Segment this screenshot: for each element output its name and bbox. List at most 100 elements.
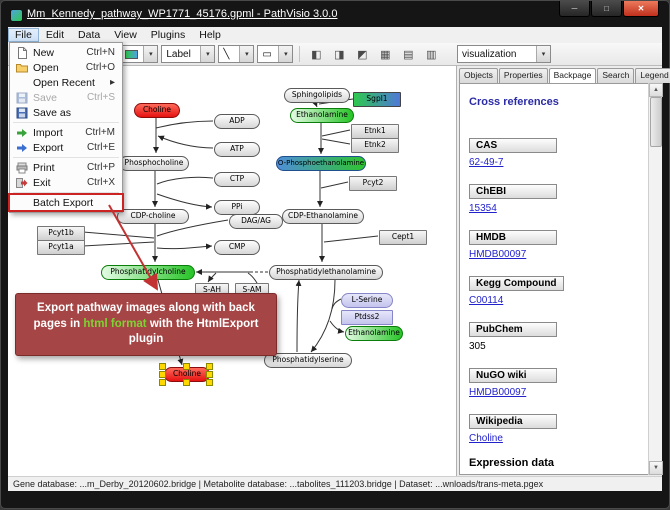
menu-file[interactable]: File bbox=[8, 28, 39, 42]
xref-link-hmdb[interactable]: HMDB00097 bbox=[469, 249, 527, 260]
node-choline-top[interactable]: Choline bbox=[134, 103, 180, 118]
node-ctp[interactable]: CTP bbox=[214, 172, 260, 187]
section-header-chebi[interactable]: ChEBI bbox=[469, 184, 557, 199]
node-dag-ag[interactable]: DAG/AG bbox=[229, 214, 283, 229]
menu-edit[interactable]: Edit bbox=[45, 29, 65, 41]
menu-item-save[interactable]: Save Ctrl+S bbox=[10, 90, 122, 105]
callout-annotation: Export pathway images along with back pa… bbox=[15, 293, 277, 356]
section-header-kegg[interactable]: Kegg Compound bbox=[469, 276, 564, 291]
node-sgpl1[interactable]: Sgpl1 bbox=[353, 92, 401, 107]
scroll-up-icon[interactable]: ▲ bbox=[649, 83, 663, 97]
menu-item-batch-export[interactable]: Batch Export bbox=[8, 193, 124, 212]
menu-item-shortcut: Ctrl+E bbox=[86, 142, 115, 153]
xref-link-cas[interactable]: 62-49-7 bbox=[469, 157, 504, 168]
selection-handle[interactable] bbox=[206, 379, 213, 386]
xref-link-nugo[interactable]: HMDB00097 bbox=[469, 387, 527, 398]
node-atp[interactable]: ATP bbox=[214, 142, 260, 157]
align-vertical-button[interactable]: ◨ bbox=[329, 45, 349, 63]
menu-plugins[interactable]: Plugins bbox=[150, 29, 186, 41]
menu-data[interactable]: Data bbox=[78, 29, 101, 41]
scroll-down-icon[interactable]: ▼ bbox=[649, 461, 663, 475]
node-phosphatidylserine[interactable]: Phosphatidylserine bbox=[264, 353, 352, 368]
minimize-button[interactable]: ─ bbox=[559, 1, 590, 17]
menu-item-print[interactable]: Print Ctrl+P bbox=[10, 160, 122, 175]
selection-handle[interactable] bbox=[159, 363, 166, 370]
align-top-button[interactable]: ◩ bbox=[352, 45, 372, 63]
section-header-hmdb[interactable]: HMDB bbox=[469, 230, 557, 245]
menu-item-shortcut: Ctrl+S bbox=[86, 92, 115, 103]
stack-horizontal-button[interactable]: ▦ bbox=[375, 45, 395, 63]
node-ethanolamine-top[interactable]: Ethanolamine bbox=[290, 108, 354, 123]
menu-item-save-as[interactable]: Save as bbox=[10, 105, 122, 120]
selection-handle[interactable] bbox=[206, 363, 213, 370]
node-ethanolamine-bottom[interactable]: Ethanolamine bbox=[345, 326, 403, 341]
title-bar[interactable]: Mm_Kennedy_pathway_WP1771_45176.gpml - P… bbox=[1, 1, 669, 27]
align-horizontal-icon: ◧ bbox=[311, 48, 322, 61]
menu-help[interactable]: Help bbox=[199, 29, 221, 41]
maximize-button[interactable]: □ bbox=[591, 1, 622, 17]
menu-item-open-recent[interactable]: Open Recent ▸ bbox=[10, 75, 122, 90]
panel-scrollbar[interactable]: ▲ ▼ bbox=[648, 83, 663, 475]
xref-link-wikipedia[interactable]: Choline bbox=[469, 433, 503, 444]
distribute-button[interactable]: ▥ bbox=[421, 45, 441, 63]
selection-handle[interactable] bbox=[183, 379, 190, 386]
node-phosphatidylethanolamine[interactable]: Phosphatidylethanolamine bbox=[269, 265, 383, 280]
section-header-cas[interactable]: CAS bbox=[469, 138, 557, 153]
menu-item-new[interactable]: New Ctrl+N bbox=[10, 45, 122, 60]
node-adp[interactable]: ADP bbox=[214, 114, 260, 129]
node-ppi[interactable]: PPi bbox=[214, 200, 260, 215]
visualization-combobox[interactable]: visualization ▾ bbox=[457, 45, 551, 63]
backpage-section-wikipedia: Wikipedia Choline bbox=[469, 411, 659, 444]
node-etnk1[interactable]: Etnk1 bbox=[351, 124, 399, 139]
close-button[interactable]: ✕ bbox=[623, 1, 659, 17]
scrollbar-thumb[interactable] bbox=[650, 97, 662, 147]
node-l-serine[interactable]: L-Serine bbox=[341, 293, 393, 308]
node-cdp-ethanolamine[interactable]: CDP-Ethanolamine bbox=[282, 209, 364, 224]
xref-link-chebi[interactable]: 15354 bbox=[469, 203, 497, 214]
node-pcyt1a[interactable]: Pcyt1a bbox=[37, 240, 85, 255]
shape-tool-dropdown[interactable]: ▭ ▾ bbox=[257, 45, 294, 63]
selection-handle[interactable] bbox=[159, 379, 166, 386]
selection-handle[interactable] bbox=[206, 371, 213, 378]
tab-properties[interactable]: Properties bbox=[498, 68, 548, 83]
menu-item-export[interactable]: Export Ctrl+E bbox=[10, 140, 122, 155]
menu-item-import[interactable]: Import Ctrl+M bbox=[10, 125, 122, 140]
stack-vertical-button[interactable]: ▤ bbox=[398, 45, 418, 63]
menu-item-open[interactable]: Open Ctrl+O bbox=[10, 60, 122, 75]
node-ptdss2[interactable]: Ptdss2 bbox=[341, 310, 393, 325]
menu-bar: File Edit Data View Plugins Help bbox=[8, 27, 662, 44]
pathway-canvas[interactable]: Sphingolipids Sgpl1 Choline Ethanolamine… bbox=[8, 65, 456, 478]
node-phosphatidylcholine[interactable]: Phosphatidylcholine bbox=[101, 265, 195, 280]
node-cmp[interactable]: CMP bbox=[214, 240, 260, 255]
tab-objects[interactable]: Objects bbox=[459, 68, 498, 83]
tab-search[interactable]: Search bbox=[597, 68, 635, 83]
node-pcyt2[interactable]: Pcyt2 bbox=[349, 176, 397, 191]
node-phosphocholine[interactable]: Phosphocholine bbox=[119, 156, 189, 171]
xref-link-kegg[interactable]: C00114 bbox=[469, 295, 504, 306]
align-horizontal-button[interactable]: ◧ bbox=[306, 45, 326, 63]
distribute-icon: ▥ bbox=[426, 48, 437, 61]
menu-view[interactable]: View bbox=[114, 29, 137, 41]
node-o-phosphoethanolamine[interactable]: O-Phosphoethanolamine bbox=[276, 156, 366, 171]
menu-item-shortcut: Ctrl+P bbox=[86, 162, 115, 173]
stack-vertical-icon: ▤ bbox=[403, 48, 414, 61]
node-sphingolipids[interactable]: Sphingolipids bbox=[284, 88, 350, 103]
node-etnk2[interactable]: Etnk2 bbox=[351, 138, 399, 153]
datanode-tool-dropdown[interactable]: ▾ bbox=[120, 45, 159, 63]
section-header-nugo[interactable]: NuGO wiki bbox=[469, 368, 557, 383]
node-pcyt1b[interactable]: Pcyt1b bbox=[37, 226, 85, 241]
section-header-pubchem[interactable]: PubChem bbox=[469, 322, 557, 337]
node-cdp-choline[interactable]: CDP-choline bbox=[117, 209, 189, 224]
label-tool-dropdown[interactable]: Label ▾ bbox=[161, 45, 216, 63]
tab-backpage[interactable]: Backpage bbox=[548, 68, 597, 83]
tab-legend[interactable]: Legend bbox=[635, 68, 670, 83]
chevron-down-icon: ▾ bbox=[541, 51, 546, 58]
node-cept1[interactable]: Cept1 bbox=[379, 230, 427, 245]
selection-handle[interactable] bbox=[159, 371, 166, 378]
section-header-wikipedia[interactable]: Wikipedia bbox=[469, 414, 557, 429]
line-tool-dropdown[interactable]: ╲ ▾ bbox=[218, 45, 255, 63]
minimize-icon: ─ bbox=[571, 4, 578, 13]
window-controls: ─ □ ✕ bbox=[558, 1, 659, 17]
selection-handle[interactable] bbox=[183, 363, 190, 370]
menu-item-exit[interactable]: Exit Ctrl+X bbox=[10, 175, 122, 190]
